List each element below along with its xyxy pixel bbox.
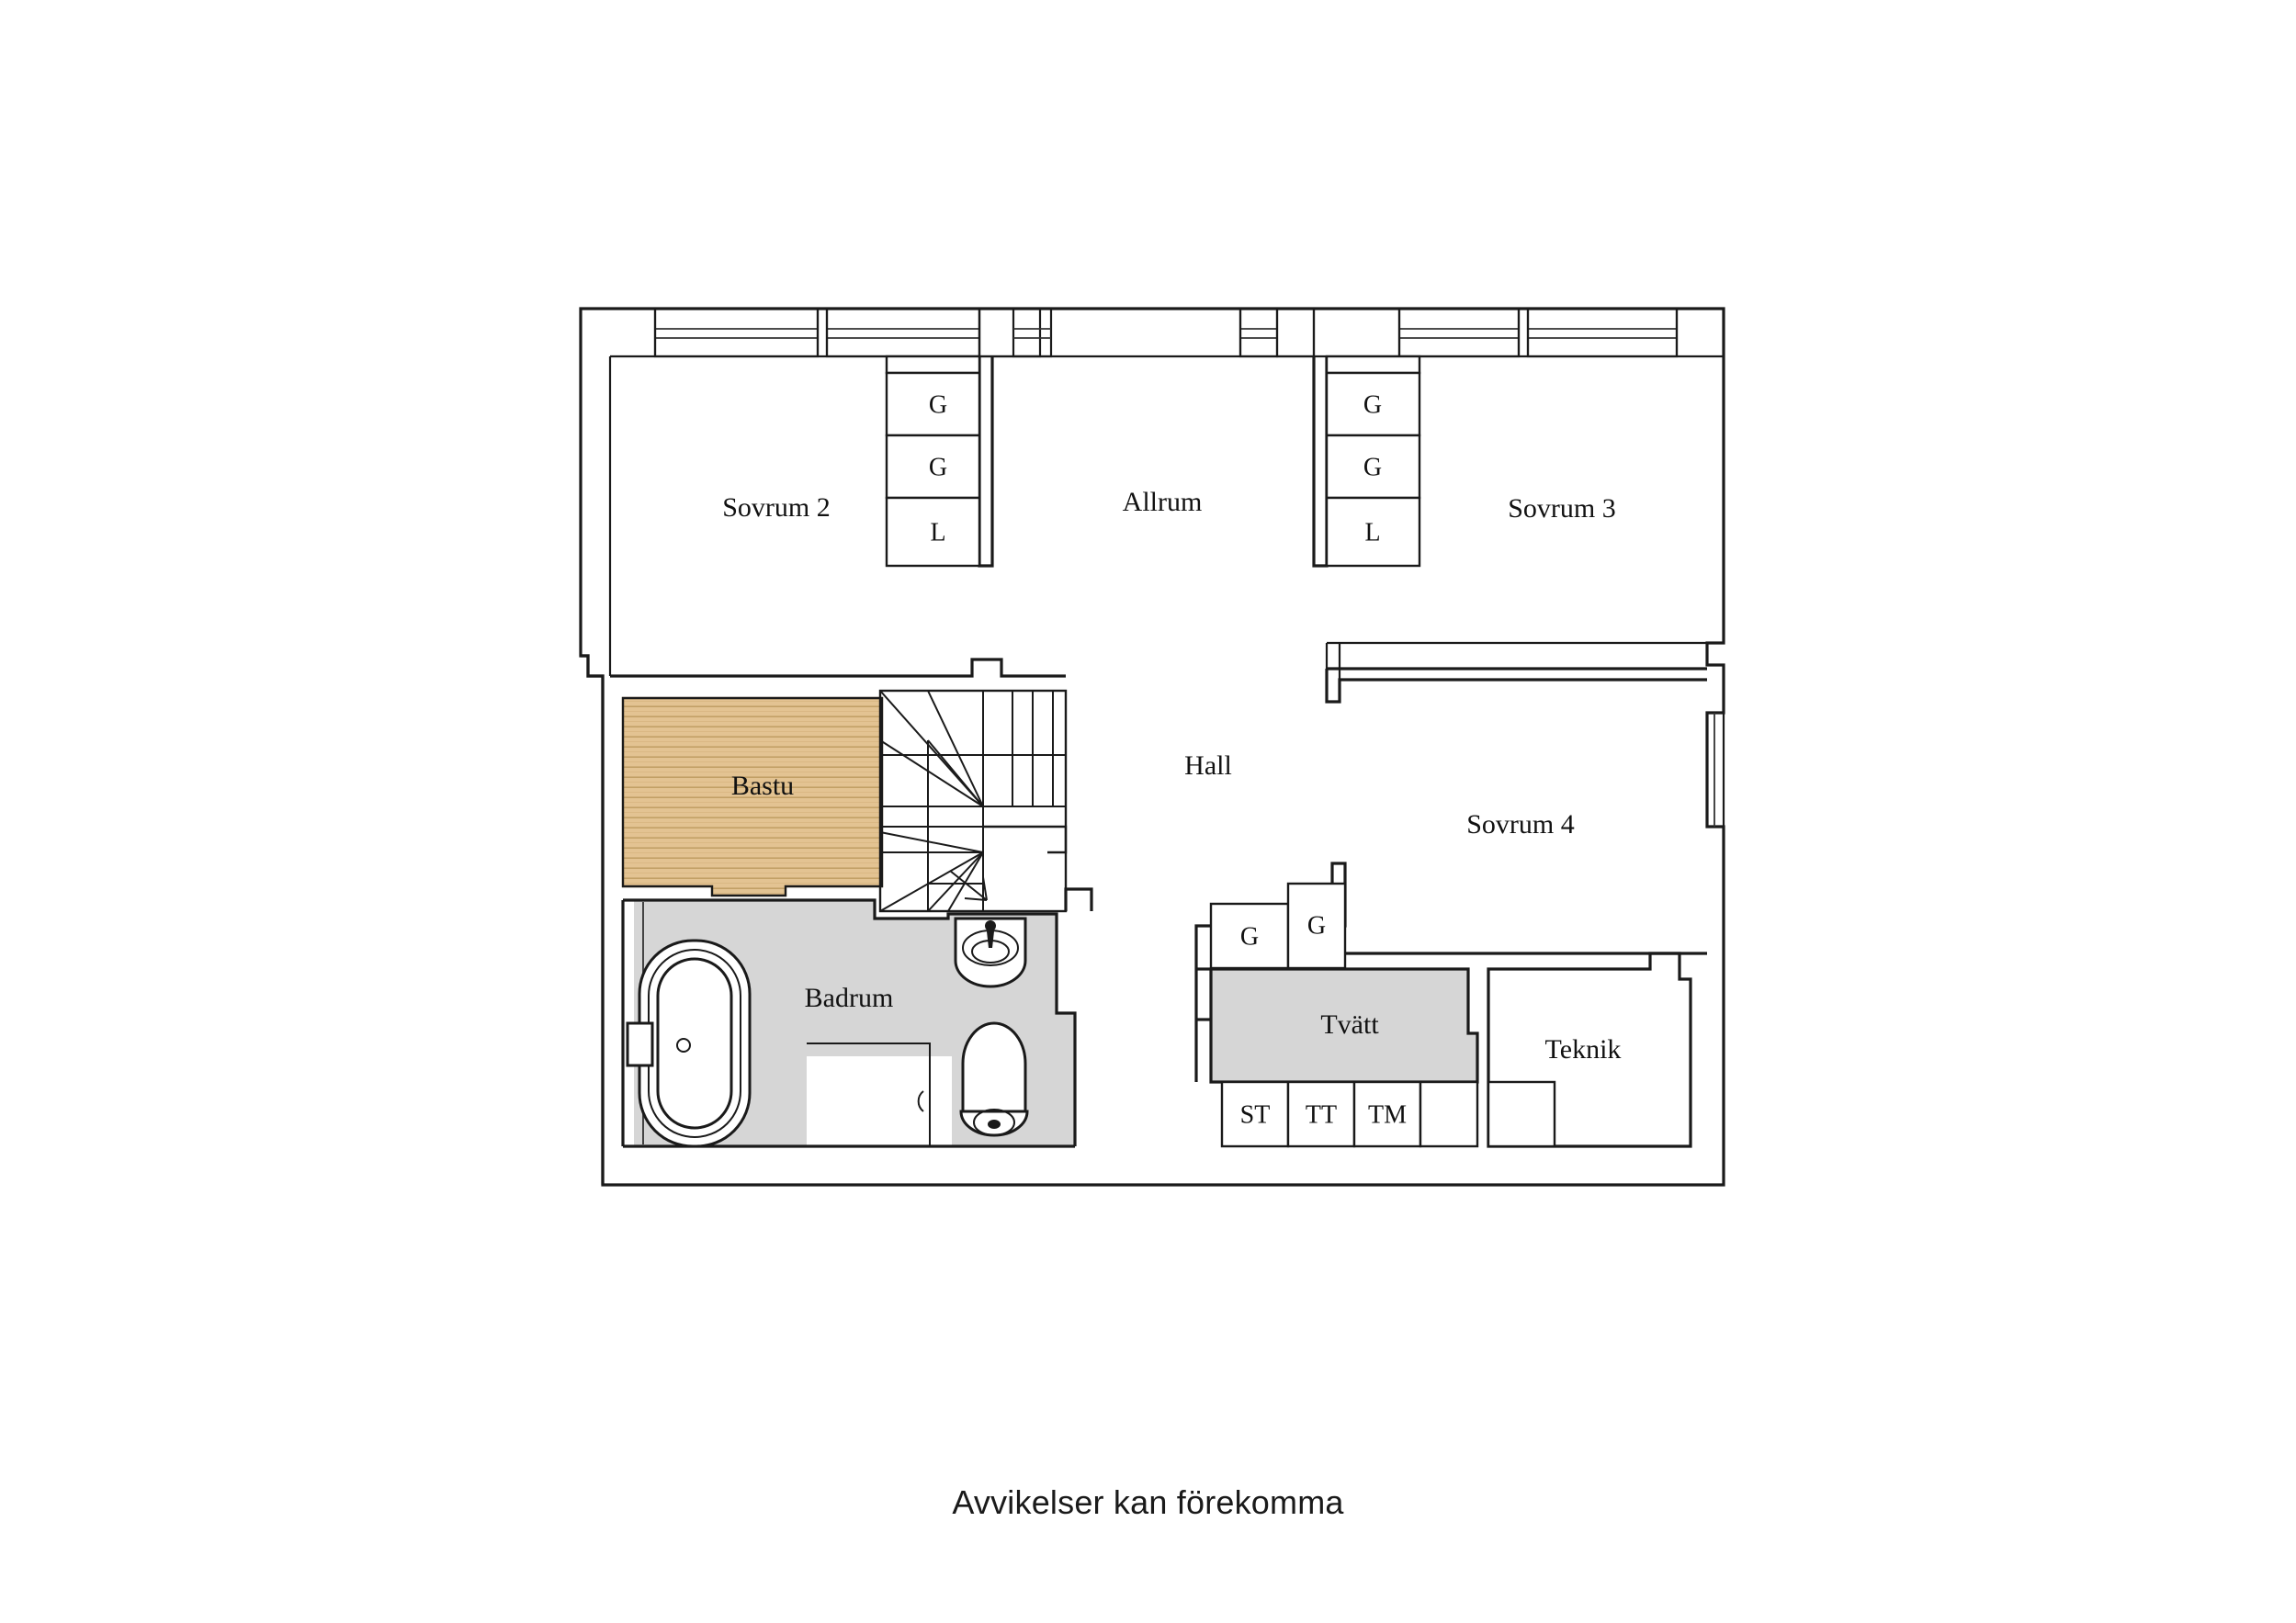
bastu-outline [621, 696, 884, 897]
appliance-blank-box [1419, 1080, 1479, 1148]
room-label-allrum: Allrum [1123, 487, 1203, 517]
closet-bank-sovrum3: G G L [1325, 355, 1421, 568]
tvatt-fill [1211, 969, 1477, 1082]
tvatt-outline [1209, 967, 1479, 1084]
bastu-walls [621, 696, 884, 897]
room-label-teknik: Teknik [1545, 1034, 1622, 1065]
stair-handrail [983, 825, 1068, 854]
staircase-enclosure [956, 658, 1066, 678]
window-sovrum3-b [1275, 307, 1316, 358]
teknik-walls [1487, 952, 1692, 1148]
window-sovrum3-c [1397, 307, 1521, 358]
upper-partitions [608, 356, 1707, 704]
closet-hall-g2-box [1286, 882, 1347, 970]
staircase [878, 658, 1093, 913]
closet-sovrum2-top-strip [885, 355, 981, 375]
appliance-st-label: ST [1240, 1100, 1271, 1129]
room-label-sovrum-3: Sovrum 3 [1508, 493, 1616, 524]
appliance-tm-box [1352, 1080, 1422, 1148]
teknik-unit-box [1487, 1080, 1556, 1148]
window-sovrum2-left [653, 307, 820, 358]
window-sovrum3-a [1238, 307, 1279, 358]
top-window-band [610, 307, 1724, 358]
closet-sovrum2-g1-box [885, 371, 981, 437]
appliance-st-box [1220, 1080, 1290, 1148]
tvatt-walls [1209, 967, 1479, 1084]
shower-fixture [807, 1043, 931, 1146]
room-label-hall: Hall [1184, 750, 1232, 781]
appliance-tm-label: TM [1368, 1100, 1407, 1129]
washbasin-fixture [954, 917, 1027, 988]
stair-bottom-pocket [1064, 887, 1093, 911]
sovrum3-lower-stub [1325, 643, 1341, 704]
teknik-outline [1487, 952, 1692, 1148]
closet-sovrum3-l-label: L [1364, 518, 1380, 547]
room-label-sovrum-4: Sovrum 4 [1466, 809, 1575, 840]
room-label-sovrum-2: Sovrum 2 [722, 492, 831, 523]
arrow-down-icon [949, 870, 988, 901]
stair-outer-box [878, 689, 1068, 913]
toilet-fixture [959, 1021, 1029, 1137]
closet-bank-sovrum2: G G L [885, 355, 981, 568]
right-exterior-window [1705, 711, 1725, 828]
closet-sovrum3-g2-label: G [1363, 453, 1382, 481]
closet-hall-g1-label: G [1240, 922, 1259, 951]
wall-sovrum2-allrum [978, 356, 994, 568]
appliance-bank: ST TT TM [1220, 1080, 1479, 1148]
window-sovrum3-d [1526, 307, 1679, 358]
disclaimer-caption: Avvikelser kan förekomma [952, 1483, 1344, 1521]
closet-hall-g2-label: G [1307, 911, 1326, 940]
closet-bank-hall: G G [1209, 882, 1347, 970]
closet-sovrum2-g2-box [885, 434, 981, 500]
appliance-tt-label: TT [1306, 1100, 1337, 1129]
left-wall-jog [581, 654, 605, 1185]
badrum-outline [623, 898, 1077, 1146]
closet-sovrum3-g2-box [1325, 434, 1421, 500]
bastu-fill [621, 696, 884, 897]
closet-sovrum2-g2-label: G [929, 453, 947, 481]
closet-sovrum2-l-box [885, 496, 981, 568]
window-allrum-narrow [1012, 307, 1053, 358]
closet-sovrum2-g1-label: G [929, 390, 947, 419]
closet-sovrum3-top-strip [1325, 355, 1421, 375]
closet-sovrum3-l-box [1325, 496, 1421, 568]
closet-hall-g1-box [1209, 902, 1290, 970]
bathtub-fixture [626, 939, 752, 1148]
window-allrum-mid [978, 307, 1042, 358]
closet-sovrum3-g1-label: G [1363, 390, 1382, 419]
wall-allrum-sovrum3 [1312, 356, 1329, 568]
window-allrum-left [825, 307, 981, 358]
closet-sovrum2-l-label: L [930, 518, 945, 547]
wall-hall-sovrum4-top [1325, 669, 1707, 704]
